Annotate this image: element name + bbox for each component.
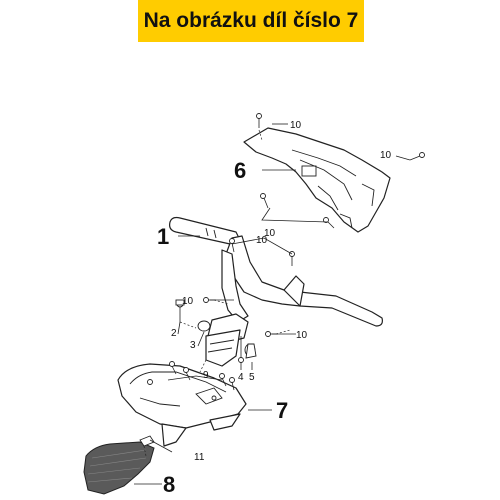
small-fasteners (197, 320, 257, 363)
callout-10c: 10 (264, 228, 276, 239)
callout-2: 2 (171, 328, 177, 339)
screw-9-b (183, 367, 191, 381)
screw-10-mid (260, 193, 269, 209)
banner-text: Na obrázku díl číslo 7 (143, 9, 359, 32)
screw-9-a (169, 361, 177, 375)
callout-6: 6 (234, 158, 246, 183)
rear-handlebar-cover (243, 127, 391, 233)
callout-5: 5 (249, 372, 255, 383)
callout-10b: 10 (380, 150, 392, 161)
screw-10-right (409, 152, 425, 161)
callout-10a: 10 (290, 120, 302, 131)
callout-10f: 10 (256, 235, 268, 246)
handlebar (169, 216, 383, 327)
callout-4: 4 (238, 372, 244, 383)
title-banner: Na obrázku díl číslo 7 (138, 0, 364, 42)
front-handlebar-cover (117, 363, 247, 447)
front-grille (83, 441, 155, 495)
screw-10-b (229, 238, 235, 253)
callout-11: 11 (194, 452, 205, 463)
screws (169, 113, 425, 391)
screw-9-d (229, 377, 235, 391)
bolt-2 (175, 299, 185, 322)
callout-10d: 10 (182, 296, 194, 307)
callout-1: 1 (157, 224, 169, 249)
callout-7: 7 (276, 398, 288, 423)
callout-leaders (134, 123, 411, 485)
callout-8: 8 (163, 472, 175, 497)
handlebar-stem (205, 313, 249, 367)
callout-10e: 10 (296, 330, 308, 341)
screw-10-top (256, 113, 262, 128)
callout-9: 9 (203, 370, 209, 381)
callout-3: 3 (190, 340, 196, 351)
screw-9-c (219, 373, 227, 387)
screw-10-f (323, 217, 335, 229)
assembly-guides (143, 129, 291, 457)
